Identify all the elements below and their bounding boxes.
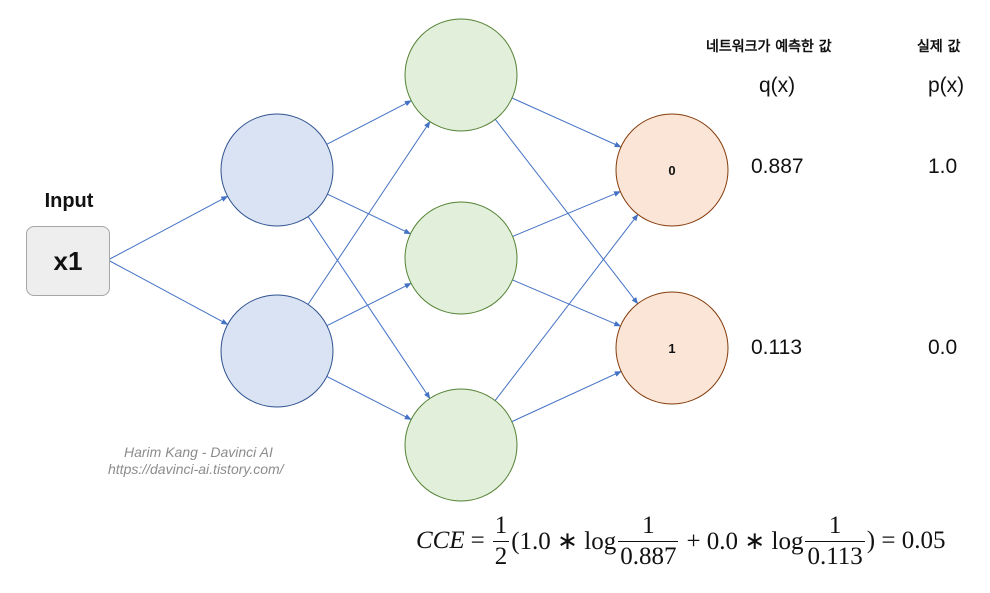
output-node-0 [615, 113, 729, 227]
edge-h1-1-to-h2-0 [307, 121, 431, 305]
formula-half-denominator: 2 [492, 540, 510, 570]
edge-h1-1-to-h2-1 [326, 282, 412, 327]
hidden2-node-2 [404, 388, 518, 502]
connection-arrows [107, 97, 639, 423]
predicted-value-header: 네트워크가 예측한 값 [706, 39, 832, 55]
edge-h2-0-to-out-0 [511, 97, 622, 148]
edge-h1-0-to-h2-2 [307, 216, 431, 400]
hidden1-node-0 [220, 113, 334, 227]
formula-half-fraction: 1 2 [492, 511, 510, 571]
formula-fraction-1-denominator: 0.887 [618, 540, 679, 570]
input-node-x1: x1 [26, 226, 110, 296]
hidden2-node-0 [404, 18, 518, 132]
q-value-class-0: 0.887 [751, 155, 804, 178]
cce-formula: CCE = 1 2 (1.0 ∗ log 1 0.887 + 0.0 ∗ log… [416, 506, 945, 576]
formula-fraction-2-denominator: 0.113 [805, 540, 865, 570]
p-value-class-0: 1.0 [928, 155, 958, 178]
edge-input-to-h1-1 [107, 259, 229, 325]
p-symbol: p(x) [928, 74, 965, 97]
output-node-label-0: 0 [668, 163, 675, 178]
formula-half-numerator: 1 [494, 511, 508, 539]
neuron-nodes: 01 [220, 18, 729, 502]
edge-h2-2-to-out-1 [511, 370, 622, 423]
formula-middle-term: + 0.0 ∗ log [686, 528, 804, 555]
edge-h1-0-to-h2-1 [327, 193, 412, 235]
watermark-author: Harim Kang - Davinci AI [124, 444, 273, 460]
formula-fraction-2-numerator: 1 [828, 511, 842, 539]
hidden2-node-1 [404, 201, 518, 315]
formula-open-term: (1.0 ∗ log [511, 528, 617, 555]
actual-value-header: 실제 값 [917, 39, 961, 55]
edge-h2-1-to-out-1 [512, 279, 622, 327]
watermark-url: https://davinci-ai.tistory.com/ [108, 461, 284, 477]
p-value-class-1: 0.0 [928, 336, 958, 359]
edge-h2-1-to-out-0 [512, 191, 621, 237]
edge-h2-0-to-out-1 [494, 119, 639, 305]
formula-equals: = [470, 527, 485, 554]
formula-close-term: ) = 0.05 [866, 527, 946, 554]
output-node-label-1: 1 [668, 341, 675, 356]
formula-fraction-1-numerator: 1 [642, 511, 655, 539]
edge-input-to-h1-0 [107, 195, 229, 261]
hidden1-node-1 [220, 294, 334, 408]
edge-h2-2-to-out-0 [494, 213, 639, 401]
formula-fraction-2: 1 0.113 [805, 511, 865, 571]
edge-h1-0-to-h2-0 [326, 100, 412, 145]
q-symbol: q(x) [759, 74, 796, 97]
q-value-class-1: 0.113 [751, 336, 802, 359]
edge-h1-1-to-h2-2 [326, 376, 412, 420]
formula-fraction-1: 1 0.887 [618, 511, 679, 571]
input-title: Input [44, 190, 94, 212]
formula-lhs: CCE [416, 527, 465, 554]
output-node-1 [615, 291, 729, 405]
